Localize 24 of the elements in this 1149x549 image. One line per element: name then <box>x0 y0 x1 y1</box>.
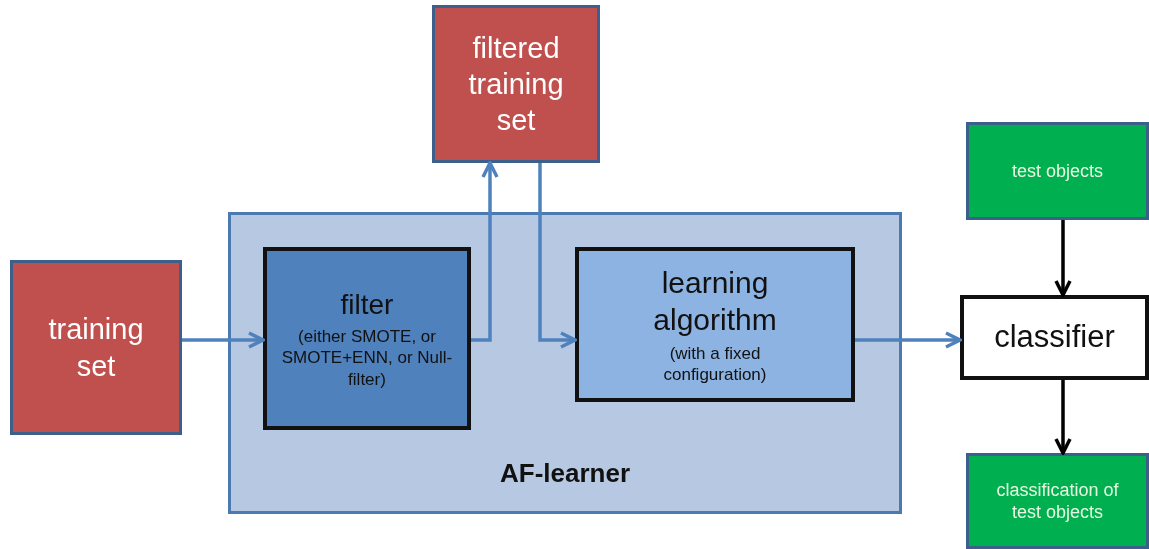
arrow <box>471 161 499 342</box>
box-title: test objects <box>1011 159 1103 183</box>
arrow <box>538 163 577 349</box>
box-title: classifier <box>994 318 1115 357</box>
process-box <box>966 122 1149 220</box>
arrow <box>1054 220 1072 297</box>
group-title: AF-learner <box>499 456 630 489</box>
box-title: classification of test objects <box>995 478 1120 524</box>
process-box <box>960 295 1149 380</box>
arrow <box>1054 380 1072 455</box>
box-title: filtered training set <box>467 30 565 139</box>
process-box <box>966 453 1149 549</box>
box-title: learning algorithm <box>652 264 778 339</box>
box-note: (either SMOTE, or SMOTE+ENN, or Null-filter) <box>281 326 453 390</box>
box-note: (with a fixed configuration) <box>662 342 768 386</box>
arrow <box>182 331 265 349</box>
process-box <box>432 5 600 163</box>
arrow <box>855 331 962 349</box>
box-title: filter <box>340 288 394 323</box>
process-box <box>575 247 855 402</box>
container-box <box>228 212 902 514</box>
process-box <box>263 247 471 430</box>
box-title: training set <box>47 312 145 384</box>
process-box <box>10 260 182 435</box>
